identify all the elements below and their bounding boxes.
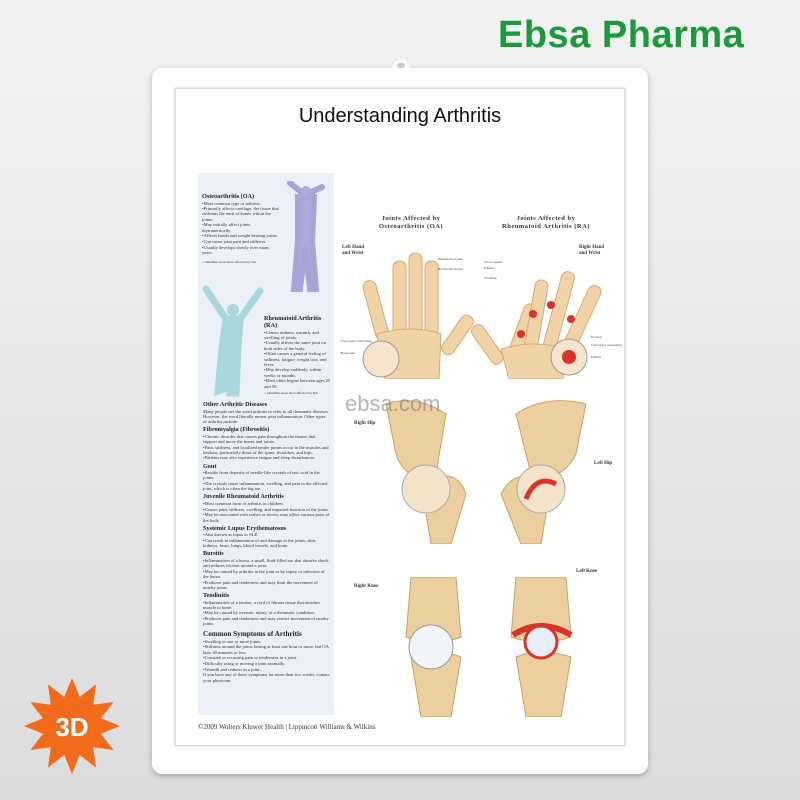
oa-bullet: •Primarily affects cartilage, the tissue…	[202, 206, 279, 222]
left-knee-label: Left Knee	[576, 569, 598, 574]
oa-hand-label: Bone spur	[341, 351, 356, 355]
disease-bullet: •Inflammation of a bursa, a small, fluid…	[203, 557, 329, 569]
disease-bullet: •Chronic disorder that causes pain throu…	[203, 433, 316, 444]
ra-legend: = identifies areas most affected by RA	[264, 390, 318, 395]
ra-heading: Rheumatoid Arthritis (RA)	[264, 315, 322, 329]
symptom-bullet: •Constant or recurring pain or tendernes…	[203, 655, 298, 661]
oa-section: Osteoarthritis (OA) •Most common type of…	[202, 191, 280, 266]
right-hip-label: Right Hip	[354, 421, 376, 426]
watermark: ebsa.com	[345, 391, 441, 416]
ra-body-figure	[202, 285, 264, 397]
ra-hand-label: Pannus	[484, 266, 495, 270]
brand-logo: Ebsa Pharma	[498, 14, 745, 56]
oa-bullet: •May initially affect joints asymmetrica…	[202, 222, 251, 233]
other-diseases-section: Other Arthritic Diseases Many people use…	[203, 399, 330, 683]
oa-bullet: •Usually develops slowly over many years…	[202, 244, 270, 255]
symptoms-heading: Common Symptoms of Arthritis	[203, 629, 302, 638]
disease-bullet: •Results from deposits of needle-like cr…	[203, 470, 320, 481]
disease-bullet: •May be associated with rashes or fevers…	[203, 512, 330, 523]
ra-section: Rheumatoid Arthritis (RA) •Causes rednes…	[264, 313, 332, 396]
disease-bullet: •Patients may also experience fatigue an…	[203, 455, 316, 461]
disease-bullet: •May be caused by arthritis in the joint…	[203, 568, 325, 579]
right-hand-label: Right Hand and Wrist	[579, 245, 605, 256]
disease-bullet: •Also known as lupus or SLE.	[203, 532, 259, 538]
oa-bullet: •Can cause joint pain and stiffness.	[202, 238, 267, 244]
hip-illustrations	[385, 400, 587, 544]
disease-heading: Fibromyalgia (Fibrositis)	[203, 426, 270, 434]
symptom-bullet: •Swelling in one or more joints.	[203, 638, 262, 644]
knee-illustrations	[405, 577, 573, 717]
ra-hand-label: Swelling	[484, 276, 497, 280]
oa-hand-label: Bouchard's nodes	[438, 267, 463, 271]
ra-bullet: •Causes redness, warmth, and swelling of…	[264, 329, 319, 340]
hanging-hole	[392, 60, 410, 72]
left-hip-label: Left Hip	[594, 461, 613, 466]
disease-bullet: •Produces pain and tenderness and may re…	[203, 616, 329, 627]
other-intro: Many people use the word arthritis to re…	[203, 408, 330, 424]
ra-bullet: •Most often begins between ages 25 and 5…	[264, 378, 331, 389]
disease-heading: Juvenile Rheumatoid Arthritis	[203, 493, 284, 501]
left-hand-label: Left Hand and Wrist	[342, 245, 365, 256]
symptom-bullet: •Stiffness around the joints lasting at …	[203, 644, 329, 655]
ra-hand-label: Erosion	[591, 335, 602, 339]
ra-bullet: •Often causes a general feeling of sickn…	[264, 351, 327, 367]
oa-figure-header: Joints Affected by Osteoarthritis (OA)	[378, 215, 444, 230]
disease-bullet: •May be caused by overuse, injury, or a …	[203, 610, 315, 616]
oa-bullet: •Affects hands and weight bearing joints…	[202, 233, 278, 239]
ra-bullet: •May develop suddenly, within weeks or m…	[264, 367, 322, 378]
right-knee-label: Right Knee	[354, 584, 379, 589]
3d-badge-text: 3D	[55, 712, 88, 742]
copyright-footer: ©2009 Wolters Kluwer Health | Lippincott…	[198, 723, 376, 731]
oa-heading: Osteoarthritis (OA)	[202, 193, 255, 200]
symptom-bullet: •Warmth and redness in a joint.	[203, 666, 261, 672]
oa-legend: = identifies areas most affected by OA	[202, 260, 257, 265]
oa-bullet: •Most common type of arthritis.	[202, 200, 261, 206]
poster: Understanding Arthritis Osteoarthritis (…	[175, 88, 625, 746]
oa-hand-label: Joint space narrowing	[341, 339, 372, 343]
ra-hand-label: Joint space narrowing	[591, 343, 622, 347]
disease-bullet: •Pain, stiffness, and localized tender p…	[203, 444, 329, 455]
disease-bullet: •Inflammation of a tendon, a cord of fib…	[203, 599, 320, 610]
disease-bullet: •Can result in inflammation of and damag…	[203, 537, 317, 549]
disease-heading: Systemic Lupus Erythematosus	[203, 524, 287, 532]
ra-bullet: •Usually affects the same joint on both …	[264, 340, 326, 351]
oa-body-figure	[287, 181, 325, 292]
disease-heading: Tendinitis	[203, 592, 230, 600]
poster-title: Understanding Arthritis	[298, 105, 502, 127]
disease-bullet: •The crystals cause inflammation, swelli…	[203, 481, 328, 492]
ra-hand-label: Joint capsule	[484, 260, 503, 264]
other-heading: Other Arthritic Diseases	[203, 401, 268, 408]
ra-hand-label: Pannus	[591, 355, 602, 359]
disease-bullet: •Causes pain, stiffness, swelling, and i…	[203, 506, 330, 512]
oa-hand-label: Heberden's nodes	[438, 257, 463, 261]
3d-badge: 3D	[24, 678, 120, 774]
ra-figure-header: Joints Affected by Rheumatoid Arthritis …	[502, 215, 590, 230]
disease-heading: Gout	[203, 462, 217, 470]
disease-bullet: •Produces pain and tenderness and may li…	[203, 579, 318, 590]
disease-heading: Bursitis	[203, 550, 224, 558]
info-panel: Osteoarthritis (OA) •Most common type of…	[198, 173, 334, 715]
disease-bullet: •Most common form of arthritis in childr…	[203, 500, 284, 506]
symptoms-note: If you have any of these symptoms for mo…	[203, 672, 330, 683]
symptom-bullet: •Difficulty using or moving a joint norm…	[203, 660, 286, 666]
hand-illustrations	[362, 252, 602, 379]
